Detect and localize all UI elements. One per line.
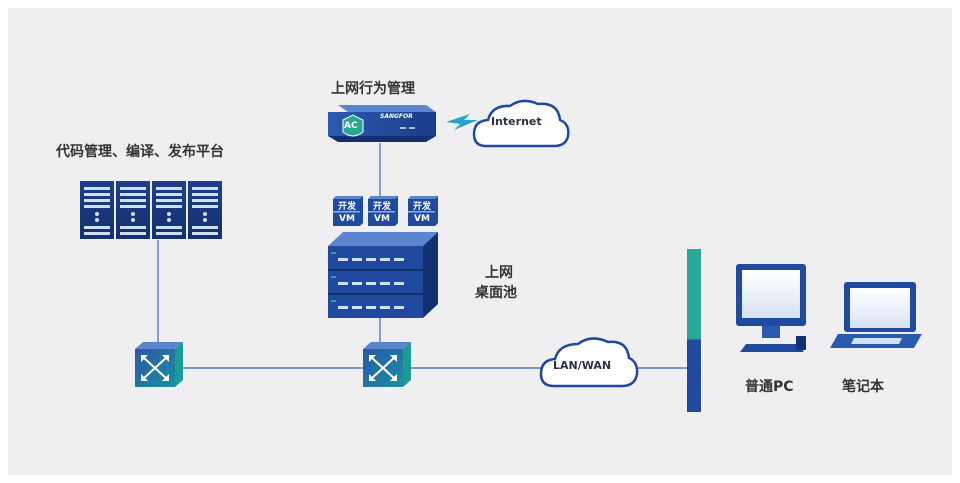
server-stack-icon <box>328 232 438 318</box>
vm-bottom-label-3: VM <box>414 214 430 224</box>
desktop-pool-label-line1: 上网 <box>485 265 513 281</box>
diagram-canvas: 代码管理、编译、发布平台 上网行为管理 Internet 上网 桌面池 LAN/… <box>8 8 952 475</box>
cloud-icon <box>539 337 639 388</box>
switch-icon <box>135 342 183 387</box>
cloud-icon <box>472 99 570 148</box>
vm-top-label-3: 开发 <box>412 202 431 212</box>
vm-icon <box>333 196 438 226</box>
ac-badge-label: AC <box>344 121 358 131</box>
laptop-icon <box>830 282 922 348</box>
vm-top-label-2: 开发 <box>372 202 391 212</box>
pc-label: 普通PC <box>745 379 794 395</box>
switch-icon <box>363 342 411 387</box>
ac-brand-label: SANGFOR <box>380 113 413 120</box>
diagram-svg <box>80 99 922 412</box>
ac-title-label: 上网行为管理 <box>331 81 415 97</box>
laptop-label: 笔记本 <box>842 379 884 395</box>
server-rack-icon <box>80 181 222 239</box>
internet-label: Internet <box>491 115 542 128</box>
desktop-pool-label-line2: 桌面池 <box>475 285 517 301</box>
lightning-icon <box>446 114 478 130</box>
vm-top-label-1: 开发 <box>337 202 356 212</box>
appliance-ac-icon <box>328 105 436 142</box>
code-platform-label: 代码管理、编译、发布平台 <box>56 144 224 160</box>
vm-bottom-label-1: VM <box>339 214 355 224</box>
desktop-pc-icon <box>736 264 806 352</box>
lan-wan-label: LAN/WAN <box>553 359 612 372</box>
vm-bottom-label-2: VM <box>374 214 390 224</box>
network-bar-icon <box>687 249 701 412</box>
